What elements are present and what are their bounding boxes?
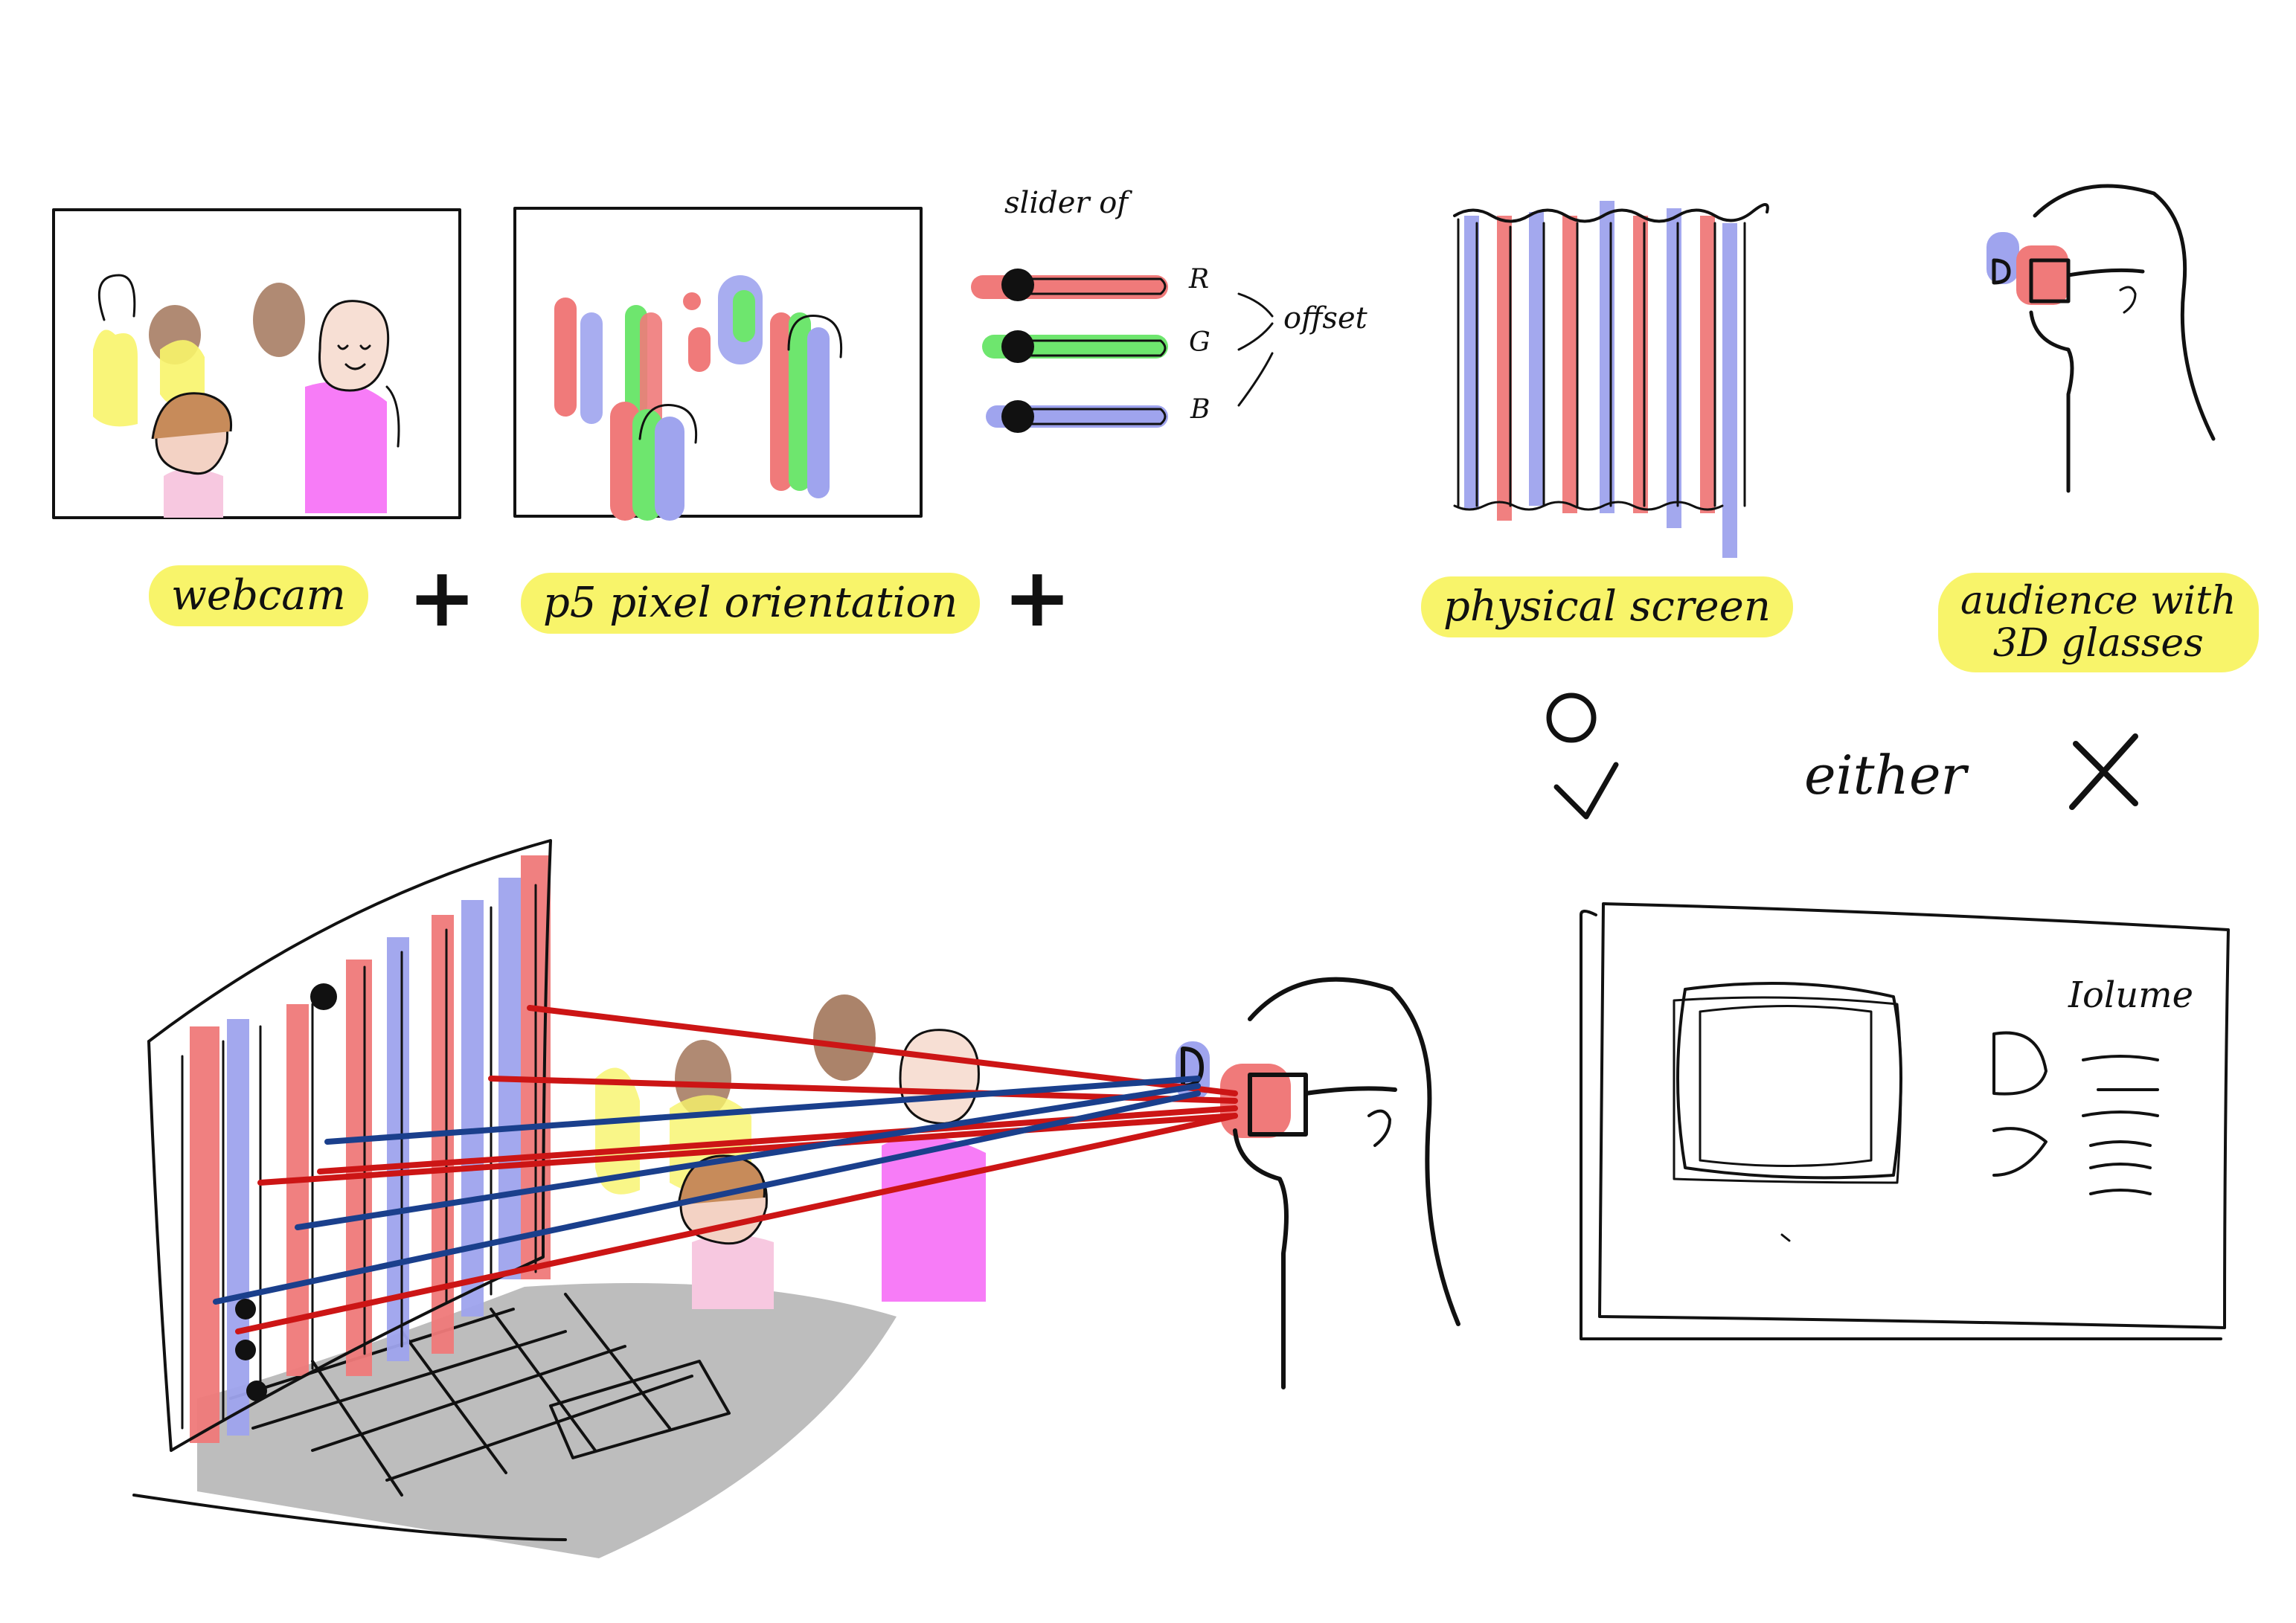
- audience-caption-line2: 3D glasses: [1992, 621, 2204, 666]
- ui-mock-window: [1580, 902, 2230, 1340]
- webcam-frame: [52, 208, 461, 519]
- installation-scene: [132, 839, 1460, 1558]
- either-label: either: [1804, 744, 1966, 806]
- slider-b-knob: [1001, 400, 1034, 433]
- audience-head-icon: [1986, 184, 2216, 493]
- physical-screen-icon: [1453, 201, 1769, 558]
- p5-caption: p5 pixel orientation: [521, 573, 981, 634]
- audience-caption: audience with 3D glasses: [1938, 573, 2259, 673]
- option-o-check: [1546, 692, 1619, 820]
- slider-r-label: R: [1189, 264, 1210, 295]
- webcam-caption: webcam: [149, 565, 368, 626]
- slider-title: slider of: [1004, 186, 1129, 220]
- slider-g[interactable]: [982, 330, 1168, 363]
- p5-frame: [513, 207, 923, 521]
- plus-sign-2: +: [1003, 550, 1072, 645]
- slider-g-knob: [1001, 330, 1034, 363]
- slider-r-knob: [1001, 269, 1034, 301]
- slider-b[interactable]: [986, 400, 1168, 433]
- plus-sign-1: +: [408, 550, 477, 645]
- slider-b-label: B: [1190, 394, 1210, 425]
- audience-caption-line1: audience with: [1960, 579, 2236, 623]
- slider-panel: [971, 269, 1274, 433]
- physical-screen-caption: physical screen: [1421, 576, 1793, 637]
- offset-label: offset: [1283, 301, 1367, 335]
- ui-mock-title: Iolume: [2068, 974, 2194, 1016]
- option-x: [2069, 733, 2138, 810]
- slider-g-label: G: [1189, 327, 1210, 358]
- slider-r[interactable]: [971, 269, 1168, 301]
